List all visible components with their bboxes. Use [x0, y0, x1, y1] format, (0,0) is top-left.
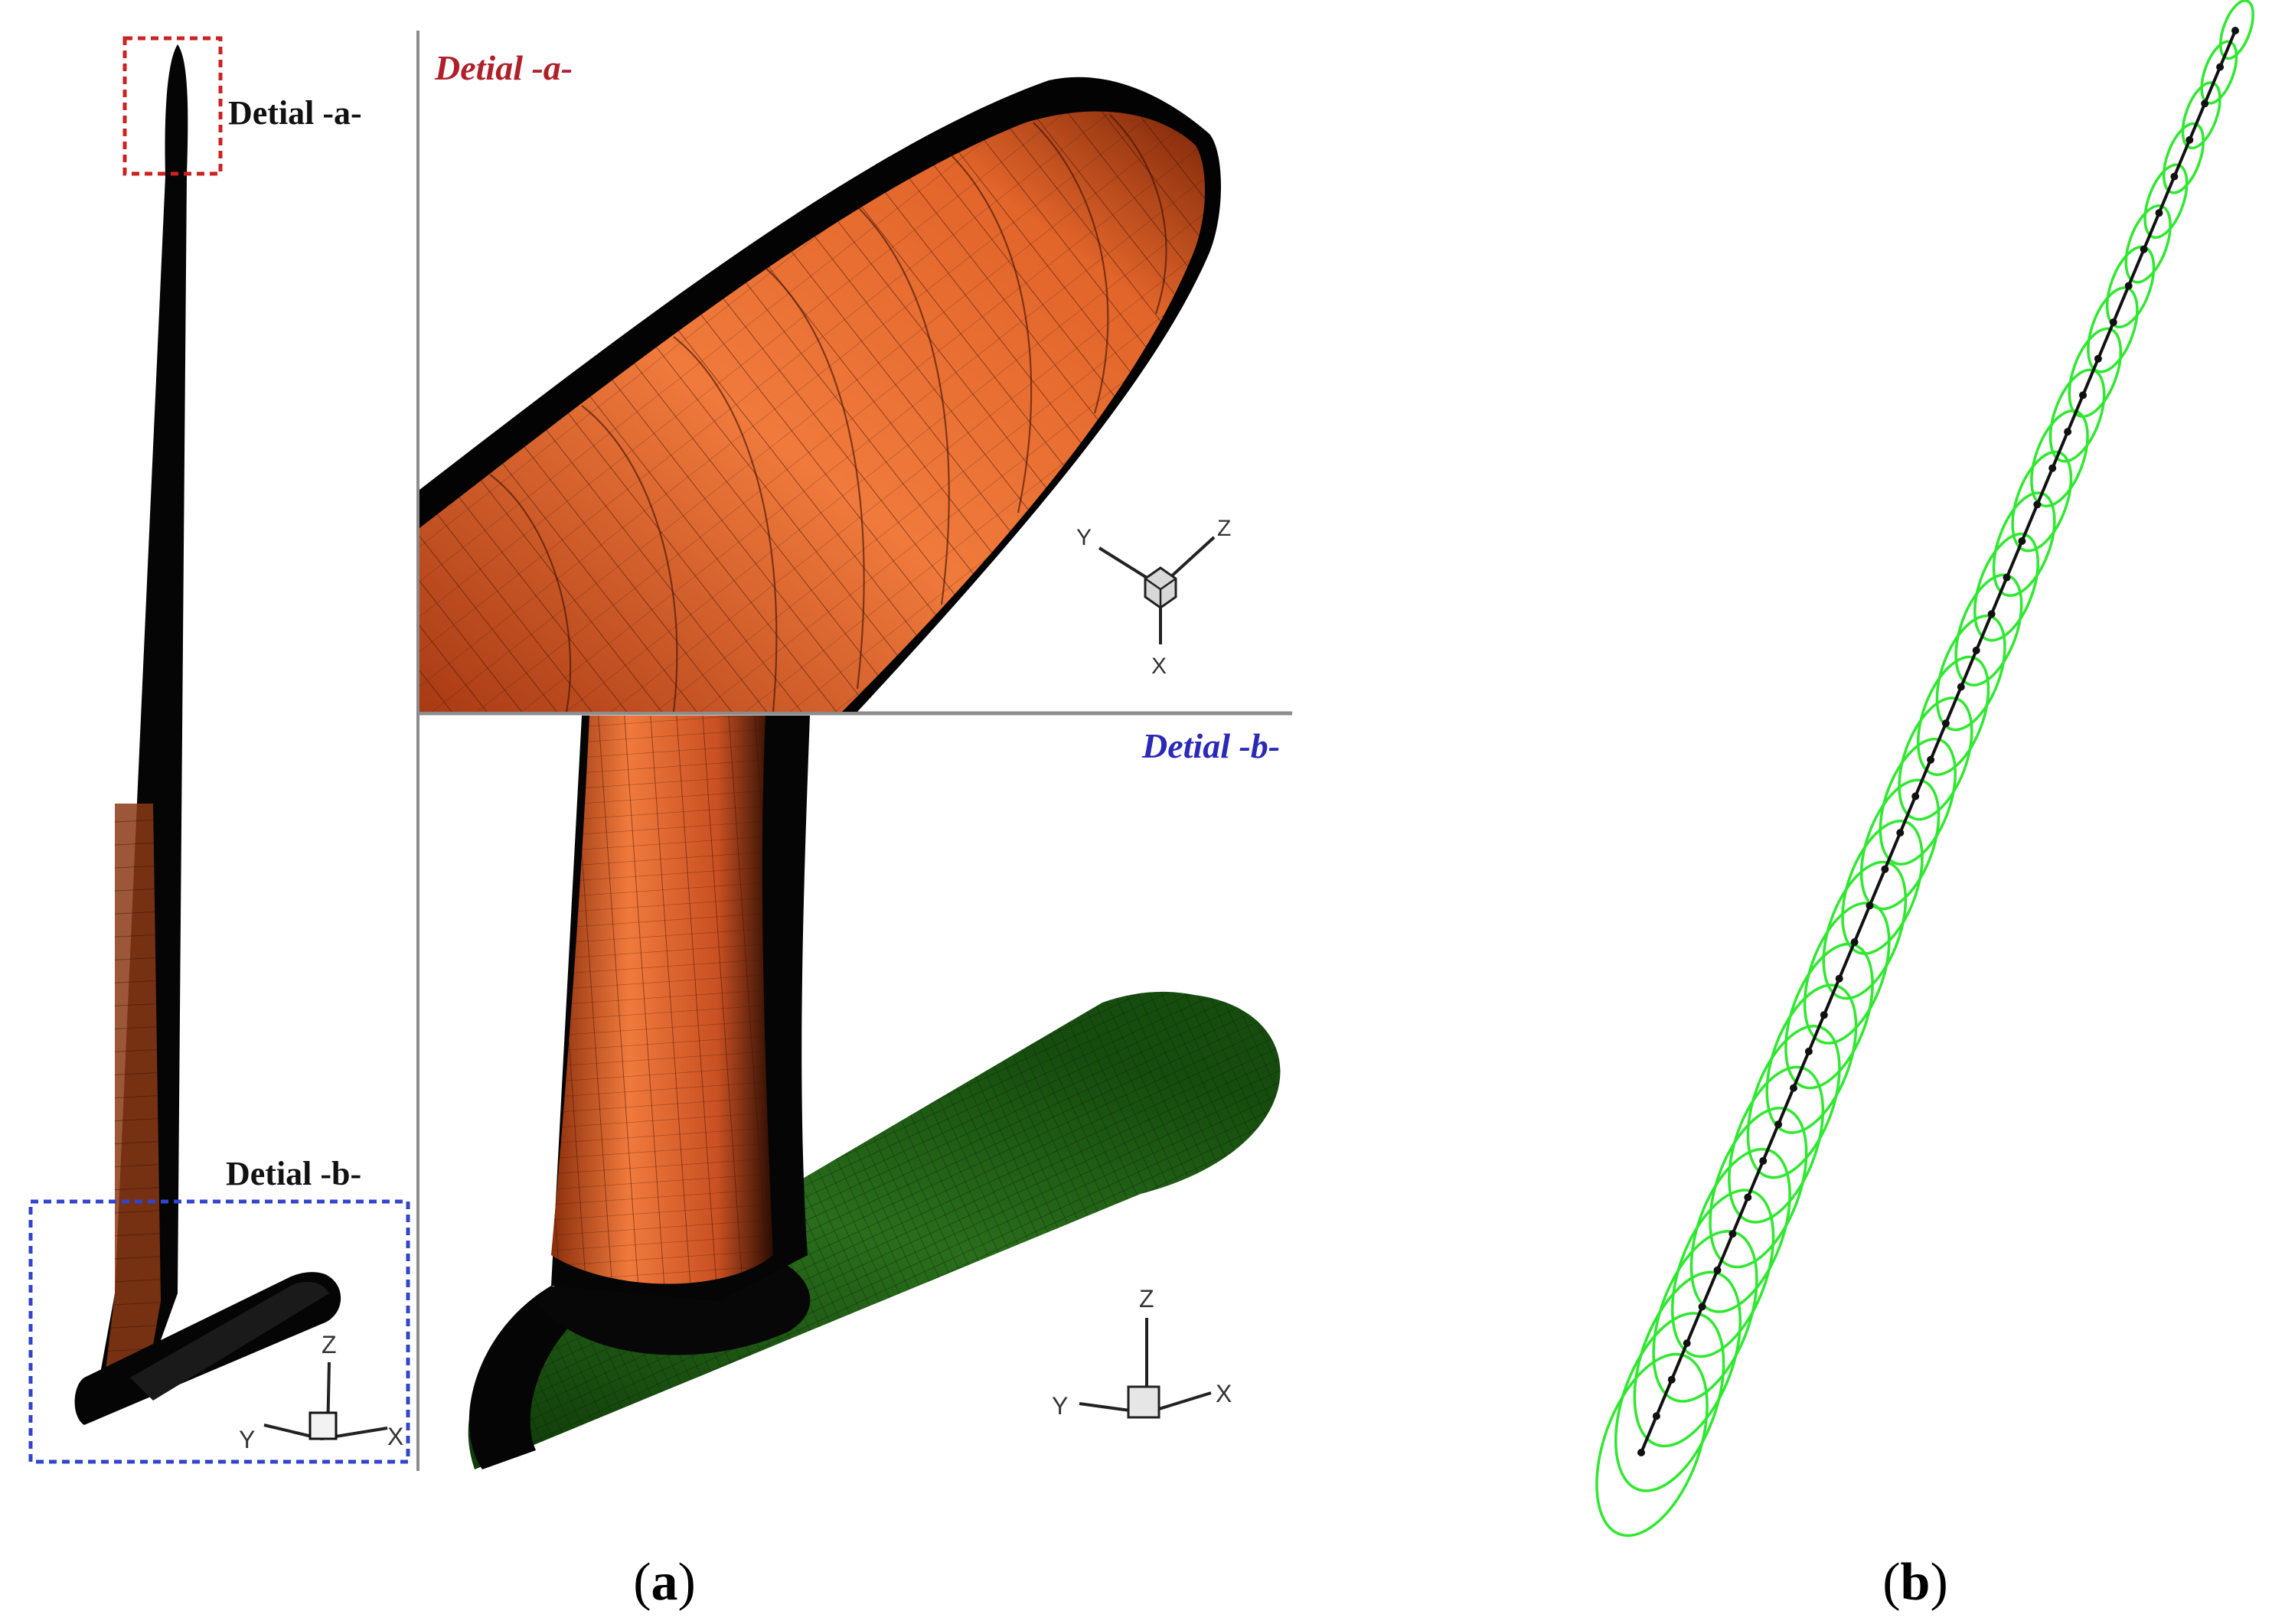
wake-loop — [1784, 942, 1874, 1090]
lifting-line-node — [1820, 1011, 1828, 1019]
full-blade-view: Detial -a- Detial -b- Z X Y — [28, 36, 410, 1464]
lifting-line-node — [2231, 27, 2239, 34]
wake-loop — [2124, 204, 2172, 284]
lifting-line-node — [1637, 1449, 1645, 1456]
wake-loop — [1595, 1352, 1709, 1538]
lifting-line-node — [1927, 755, 1935, 764]
lifting-line-node — [1896, 829, 1905, 837]
lifting-line-node — [2216, 63, 2225, 71]
wake-loop — [1728, 1065, 1825, 1224]
caption-a: (a) — [633, 1553, 696, 1612]
lifting-line-node — [1911, 792, 1920, 801]
lifting-line-node — [1957, 683, 1965, 691]
lifting-line-node — [1972, 646, 1980, 654]
lifting-line-node — [1728, 1230, 1737, 1238]
lifting-line-node — [2079, 391, 2087, 399]
caption-b: (b) — [1882, 1553, 1948, 1612]
lifting-line-node — [2033, 501, 2042, 509]
lifting-line-node — [2170, 172, 2179, 181]
wake-loop — [1954, 573, 2023, 686]
wake-loop — [2068, 327, 2123, 419]
detail-a-inset: Detial -a- Y Z X — [419, 48, 1231, 712]
axis-triad-bottom: Z Y X — [1052, 1285, 1232, 1420]
svg-text:Z: Z — [322, 1331, 337, 1358]
lifting-line-node — [1804, 1047, 1813, 1055]
lifting-line-node — [1713, 1266, 1722, 1274]
lifting-line-node — [2185, 135, 2194, 144]
lifting-line-node — [2201, 99, 2209, 108]
lifting-line-nodes — [1637, 27, 2239, 1456]
svg-text:Z: Z — [1139, 1285, 1154, 1313]
wake-loop — [1633, 1270, 1742, 1448]
lifting-line-node — [1652, 1412, 1660, 1420]
blade-full-shape — [100, 44, 188, 1378]
wake-loop — [1803, 902, 1891, 1045]
detail-b-inset: Detial -b- Z Y X — [468, 716, 1281, 1469]
lifting-line-node — [1835, 974, 1843, 983]
lifting-line-node — [1683, 1339, 1691, 1348]
svg-text:Y: Y — [1076, 525, 1092, 550]
detail-b-label: Detial -b- — [226, 1155, 361, 1192]
wake-loop — [1709, 1107, 1808, 1269]
lifting-line-node — [1881, 865, 1889, 873]
svg-text:X: X — [1216, 1380, 1232, 1407]
detail-a-inset-label: Detial -a- — [434, 48, 573, 87]
svg-text:X: X — [1151, 654, 1167, 679]
lifting-line-node — [2003, 573, 2011, 582]
lifting-line-node — [2124, 282, 2133, 290]
lifting-line-node — [2155, 209, 2163, 217]
wake-loop — [1973, 532, 2039, 642]
wake-loop — [1916, 655, 1990, 776]
svg-text:Y: Y — [1052, 1392, 1068, 1420]
wake-loops — [1595, 0, 2254, 1538]
svg-text:Z: Z — [1217, 516, 1231, 541]
lifting-line-node — [1987, 610, 1996, 618]
detail-a-box — [122, 36, 223, 176]
svg-text:Y: Y — [239, 1426, 255, 1453]
lifting-line-node — [2140, 245, 2148, 253]
wake-loop — [1670, 1189, 1775, 1358]
wake-loop — [2219, 0, 2254, 60]
wake-loop — [1689, 1147, 1791, 1313]
wake-loop — [1765, 983, 1858, 1134]
lifting-line-node — [2048, 464, 2057, 472]
lifting-line-node — [1850, 938, 1859, 946]
wake-loop — [1614, 1312, 1725, 1492]
lifting-line-node — [2109, 318, 2117, 327]
lifting-line-node — [1790, 1084, 1797, 1092]
axis-triad-left: Z X Y — [239, 1331, 403, 1453]
lifting-line-node — [2094, 354, 2102, 363]
lifting-line-node — [1866, 902, 1874, 910]
lifting-line-node — [1667, 1375, 1676, 1384]
lifting-line-node — [2018, 537, 2026, 545]
wake-loop — [2143, 163, 2189, 240]
wake-loop — [1746, 1025, 1841, 1179]
lifting-line — [1640, 30, 2237, 1453]
lifting-line-node — [2064, 428, 2072, 436]
axis-triad-top: Y Z X — [1076, 516, 1231, 679]
detail-b-inset-label: Detial -b- — [1141, 726, 1280, 765]
wake-panel — [1595, 0, 2254, 1538]
wake-loop — [1841, 819, 1924, 955]
lifting-line-node — [1698, 1303, 1706, 1311]
detail-a-label: Detial -a- — [228, 94, 362, 132]
lifting-line-node — [1774, 1120, 1783, 1129]
wake-loop — [2030, 409, 2089, 508]
lifting-line-node — [1759, 1156, 1768, 1165]
wake-loop — [1898, 696, 1973, 821]
detail-b-box — [28, 1199, 410, 1464]
lifting-line-node — [1744, 1193, 1752, 1202]
svg-text:X: X — [387, 1423, 403, 1450]
lifting-line-node — [1941, 719, 1950, 728]
